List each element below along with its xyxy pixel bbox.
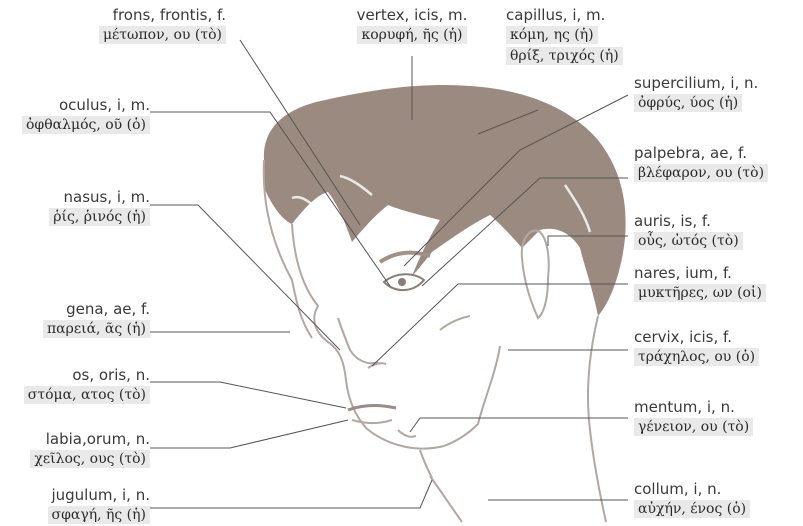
label-greek: ὀφρύς, ύος (ἡ) — [634, 94, 742, 112]
label-greek: χεῖλος, ους (τὸ) — [30, 450, 150, 468]
label-latin: gena, ae, f. — [43, 302, 150, 317]
label-greek: μέτωπον, ου (τὸ) — [99, 26, 226, 44]
label-latin: labia,orum, n. — [30, 432, 150, 447]
hair-shape — [263, 85, 625, 316]
label-jugulum: jugulum, i, n. σφαγή, ῆς (ἡ) — [48, 488, 150, 524]
label-collum: collum, i, n. αὐχήν, ένος (ὁ) — [634, 482, 750, 518]
label-supercilium: supercilium, i, n. ὀφρύς, ύος (ἡ) — [634, 76, 758, 112]
label-greek-alt: θρίξ, τριχός (ἡ) — [506, 47, 623, 65]
label-latin: capillus, i, m. — [506, 8, 623, 23]
label-latin: jugulum, i, n. — [48, 488, 150, 503]
label-greek: τράχηλος, ου (ὁ) — [634, 348, 759, 366]
leader-jugulum — [150, 480, 432, 508]
label-vertex: vertex, icis, m. κορυφή, ῆς (ἡ) — [330, 8, 494, 44]
throat-line — [420, 450, 432, 478]
label-greek: παρειά, ᾶς (ἡ) — [43, 320, 150, 338]
label-nasus: nasus, i, m. ῥίς, ῥινός (ἡ) — [49, 190, 150, 226]
label-greek: μυκτῆρες, ων (οἱ) — [634, 284, 766, 302]
label-cervix: cervix, icis, f. τράχηλος, ου (ὁ) — [634, 330, 759, 366]
leader-nasus — [150, 205, 340, 350]
neck-back — [588, 316, 606, 522]
label-mentum: mentum, i, n. γένειον, ου (τὸ) — [634, 400, 753, 436]
leader-labia — [150, 420, 348, 448]
label-greek: στόμα, ατος (τὸ) — [24, 386, 150, 404]
label-greek: ὀφθαλμός, οῦ (ὁ) — [22, 116, 150, 134]
lower-lip — [352, 420, 392, 423]
label-greek: αὐχήν, ένος (ὁ) — [634, 500, 750, 518]
label-greek: οὖς, ὠτός (τὸ) — [634, 232, 743, 250]
label-greek: ῥίς, ῥινός (ἡ) — [49, 208, 150, 226]
leader-mentum — [410, 418, 628, 432]
label-latin: nasus, i, m. — [49, 190, 150, 205]
label-greek: βλέφαρον, ου (τὸ) — [634, 164, 768, 182]
chin-crease — [398, 430, 416, 437]
label-latin: os, oris, n. — [24, 368, 150, 383]
label-capillus: capillus, i, m. κόμη, ης (ἡ) θρίξ, τριχό… — [506, 8, 623, 65]
label-auris: auris, is, f. οὖς, ὠτός (τὸ) — [634, 214, 743, 250]
label-os: os, oris, n. στόμα, ατος (τὸ) — [24, 368, 150, 404]
label-labia: labia,orum, n. χεῖλος, ους (τὸ) — [30, 432, 150, 468]
label-nares: nares, ium, f. μυκτῆρες, ων (οἱ) — [634, 266, 766, 302]
label-frons: frons, frontis, f. μέτωπον, ου (τὸ) — [99, 8, 226, 44]
mouth — [348, 406, 396, 410]
label-latin: auris, is, f. — [634, 214, 743, 229]
leader-os — [150, 382, 346, 408]
label-latin: vertex, icis, m. — [330, 8, 494, 23]
label-latin: collum, i, n. — [634, 482, 750, 497]
label-latin: nares, ium, f. — [634, 266, 766, 281]
label-latin: palpebra, ae, f. — [634, 146, 768, 161]
label-greek: σφαγή, ῆς (ἡ) — [48, 506, 150, 524]
cheek-line — [440, 316, 470, 330]
label-palpebra: palpebra, ae, f. βλέφαρον, ου (τὸ) — [634, 146, 768, 182]
nose — [338, 318, 378, 363]
label-latin: oculus, i, m. — [22, 98, 150, 113]
label-latin: supercilium, i, n. — [634, 76, 758, 91]
label-greek: γένειον, ου (τὸ) — [634, 418, 753, 436]
label-latin: frons, frontis, f. — [99, 8, 226, 23]
label-gena: gena, ae, f. παρειά, ᾶς (ἡ) — [43, 302, 150, 338]
label-oculus: oculus, i, m. ὀφθαλμός, οῦ (ὁ) — [22, 98, 150, 134]
label-latin: cervix, icis, f. — [634, 330, 759, 345]
label-latin: mentum, i, n. — [634, 400, 753, 415]
label-greek: κορυφή, ῆς (ἡ) — [357, 26, 466, 44]
pupil — [398, 278, 406, 286]
face-outline — [292, 224, 500, 449]
neck-left — [430, 476, 462, 522]
label-greek: κόμη, ης (ἡ) — [506, 26, 598, 44]
leader-nares — [372, 284, 628, 366]
